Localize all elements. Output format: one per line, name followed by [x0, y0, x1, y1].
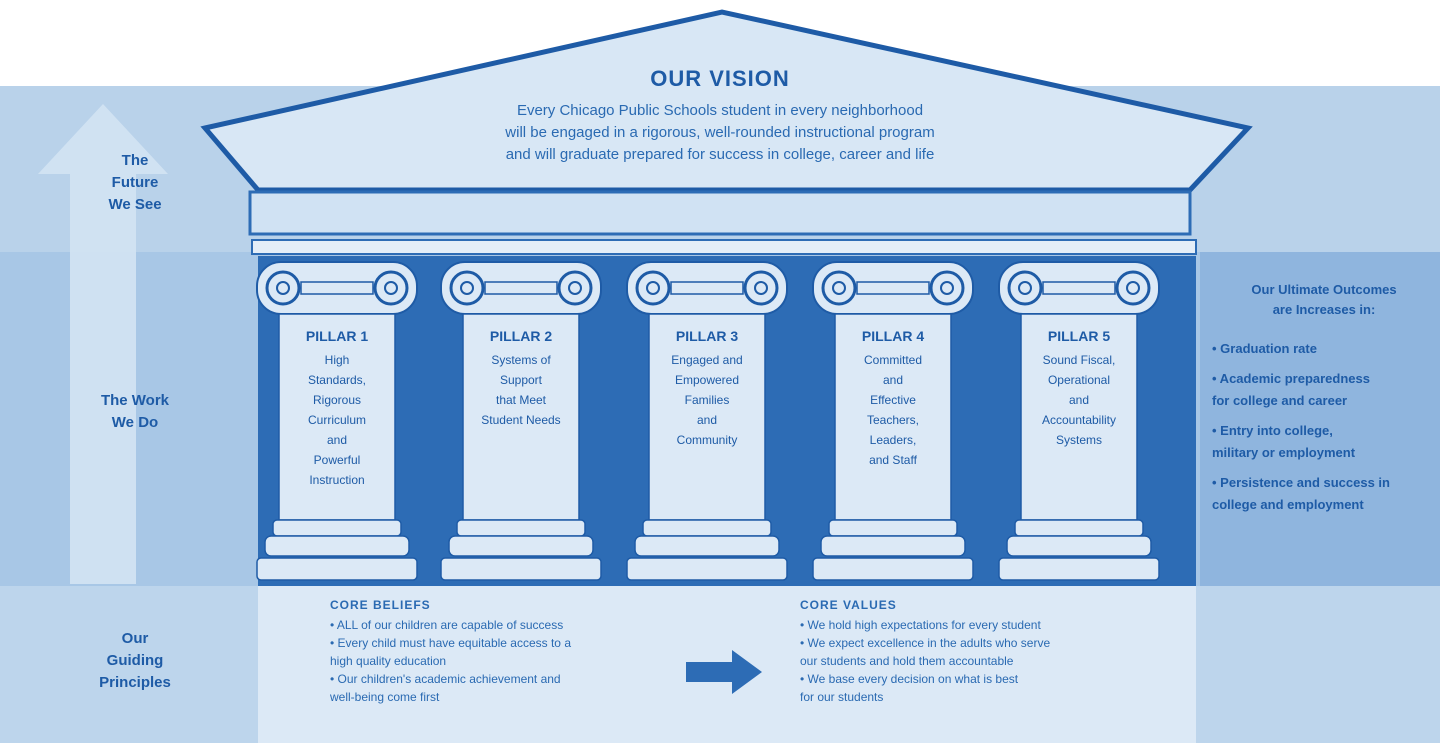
- pillar-base-mid: [1006, 535, 1152, 557]
- volute-scroll-icon: [557, 270, 593, 306]
- capital-echinus: [670, 281, 744, 295]
- vision-statement: Every Chicago Public Schools student in …: [360, 100, 1080, 166]
- outcomes-panel: [1200, 252, 1440, 586]
- pillar-title: PILLAR 3: [675, 328, 739, 344]
- volute-scroll-icon: [743, 270, 779, 306]
- capital-echinus: [484, 281, 558, 295]
- vision-title: OUR VISION: [650, 66, 790, 91]
- volute-scroll-icon: [635, 270, 671, 306]
- pillar-2-text: PILLAR 2 Systems of Support that Meet St…: [466, 328, 576, 430]
- label-future-we-see: The Future We See: [108, 152, 162, 213]
- pillar-description: Engaged and Empowered Families and Commu…: [671, 353, 743, 447]
- pillar-title: PILLAR 1: [305, 328, 369, 344]
- right-arrow-icon: [686, 650, 762, 694]
- core-beliefs: CORE BELIEFS • ALL of our children are c…: [330, 598, 660, 706]
- volute-scroll-icon: [449, 270, 485, 306]
- core-beliefs-list: • ALL of our children are capable of suc…: [330, 616, 660, 706]
- pillar-shaft: [1020, 313, 1138, 521]
- value-item: • We hold high expectations for every st…: [800, 618, 1041, 632]
- vision-line: and will graduate prepared for success i…: [505, 146, 935, 163]
- core-values: CORE VALUES • We hold high expectations …: [800, 598, 1140, 706]
- volute-center-icon: [276, 281, 290, 295]
- core-values-title: CORE VALUES: [800, 598, 897, 612]
- volute-center-icon: [940, 281, 954, 295]
- pillar-description: Sound Fiscal, Operational and Accountabi…: [1041, 353, 1117, 447]
- label-guiding-principles: Our Guiding Principles: [99, 630, 171, 691]
- outcome-item: • Persistence and success in college and…: [1212, 475, 1390, 512]
- outcome-item: • Entry into college, military or employ…: [1212, 423, 1356, 460]
- volute-scroll-icon: [373, 270, 409, 306]
- belief-item: • Every child must have equitable access…: [330, 636, 571, 668]
- volute-center-icon: [384, 281, 398, 295]
- value-item: • We base every decision on what is best…: [800, 672, 1019, 704]
- label-work-we-do: The Work We Do: [100, 392, 170, 431]
- vision-line: will be engaged in a rigorous, well-roun…: [505, 124, 935, 141]
- volute-scroll-icon: [1007, 270, 1043, 306]
- belief-item: • ALL of our children are capable of suc…: [330, 618, 564, 632]
- belief-item: • Our children's academic achievement an…: [330, 672, 561, 704]
- volute-center-icon: [1018, 281, 1032, 295]
- pillar-1-text: PILLAR 1 High Standards, Rigorous Curric…: [282, 328, 392, 490]
- pillar-base-top: [828, 519, 958, 537]
- pillar-4-text: PILLAR 4 Committed and Effective Teacher…: [838, 328, 948, 470]
- pillar-base-mid: [448, 535, 594, 557]
- outcome-item: • Graduation rate: [1212, 341, 1317, 356]
- value-item: • We expect excellence in the adults who…: [800, 636, 1051, 668]
- pillar-plinth: [626, 557, 788, 581]
- pillar-5-text: PILLAR 5 Sound Fiscal, Operational and A…: [1024, 328, 1134, 450]
- pillar-base-top: [642, 519, 772, 537]
- pillar-plinth: [998, 557, 1160, 581]
- volute-center-icon: [754, 281, 768, 295]
- volute-center-icon: [646, 281, 660, 295]
- outcomes-list: • Graduation rate • Academic preparednes…: [1212, 338, 1438, 524]
- core-values-list: • We hold high expectations for every st…: [800, 616, 1140, 706]
- volute-scroll-icon: [1115, 270, 1151, 306]
- temple-pediment: [200, 9, 1253, 193]
- capital-echinus: [856, 281, 930, 295]
- pillar-title: PILLAR 2: [489, 328, 553, 344]
- volute-scroll-icon: [265, 270, 301, 306]
- pillar-shaft: [834, 313, 952, 521]
- pillar-plinth: [812, 557, 974, 581]
- pillar-base-mid: [820, 535, 966, 557]
- pillar-shaft: [648, 313, 766, 521]
- pillar-plinth: [256, 557, 418, 581]
- vision-line: Every Chicago Public Schools student in …: [516, 102, 924, 119]
- pillar-title: PILLAR 4: [861, 328, 925, 344]
- volute-scroll-icon: [929, 270, 965, 306]
- capital-echinus: [300, 281, 374, 295]
- temple-entablature: [248, 190, 1192, 236]
- volute-center-icon: [1126, 281, 1140, 295]
- volute-center-icon: [460, 281, 474, 295]
- up-arrow-icon: [38, 104, 168, 584]
- pillar-base-top: [272, 519, 402, 537]
- pillar-base-mid: [264, 535, 410, 557]
- capital-echinus: [1042, 281, 1116, 295]
- pillar-description: Committed and Effective Teachers, Leader…: [863, 353, 922, 467]
- pillar-3-text: PILLAR 3 Engaged and Empowered Families …: [652, 328, 762, 450]
- pillar-base-top: [456, 519, 586, 537]
- pillar-plinth: [440, 557, 602, 581]
- volute-center-icon: [832, 281, 846, 295]
- volute-scroll-icon: [821, 270, 857, 306]
- pillar-title: PILLAR 5: [1047, 328, 1111, 344]
- pillar-base-mid: [634, 535, 780, 557]
- outcome-item: • Academic preparedness for college and …: [1212, 371, 1370, 408]
- pillar-description: Systems of Support that Meet Student Nee…: [481, 353, 561, 427]
- core-beliefs-title: CORE BELIEFS: [330, 598, 431, 612]
- pillar-description: High Standards, Rigorous Curriculum and …: [307, 353, 367, 487]
- pillar-shaft: [462, 313, 580, 521]
- outcomes-title: Our Ultimate Outcomes are Increases in:: [1251, 282, 1397, 317]
- pillar-base-top: [1014, 519, 1144, 537]
- volute-center-icon: [568, 281, 582, 295]
